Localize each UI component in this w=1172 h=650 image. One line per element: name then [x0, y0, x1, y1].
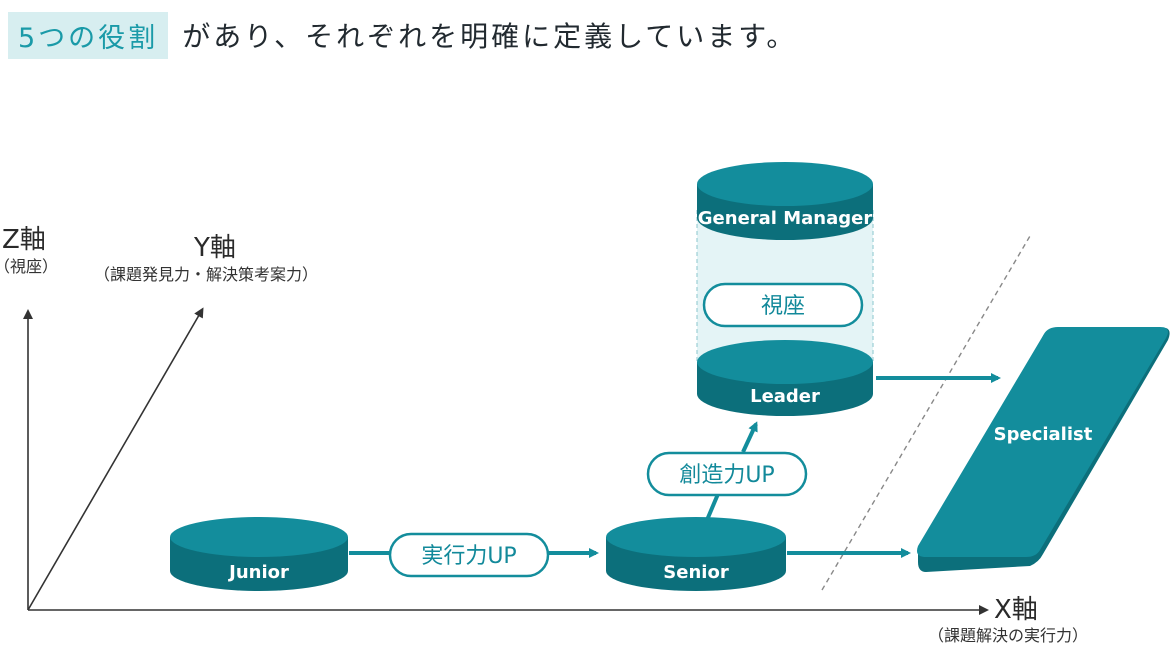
- node-specialist: Specialist: [917, 327, 1170, 572]
- node-leader-label: Leader: [750, 386, 820, 407]
- pill-creativity-label: 創造力UP: [679, 463, 774, 488]
- node-senior-label: Senior: [663, 562, 729, 583]
- page-heading: 5つの役割 があり、それぞれを明確に定義しています。: [8, 11, 798, 59]
- y-axis-subtitle: （課題発見力・解決策考案力）: [94, 265, 318, 284]
- pill-execution: 実行力UP: [388, 532, 550, 578]
- pill-creativity: 創造力UP: [646, 451, 808, 497]
- pill-perspective-label: 視座: [761, 294, 805, 319]
- node-leader: Leader: [697, 340, 873, 416]
- senior-to-pill-line: [705, 493, 720, 521]
- heading-highlight: 5つの役割: [8, 11, 169, 59]
- node-junior: Junior: [170, 517, 348, 591]
- heading-text: があり、それぞれを明確に定義しています。: [182, 20, 798, 53]
- z-axis-subtitle: （視座）: [0, 257, 58, 276]
- connectors: [349, 249, 1001, 558]
- pill-to-leader-arrow: [741, 421, 758, 453]
- node-junior-label: Junior: [227, 562, 289, 583]
- axes: Z軸 （視座） Y軸 （課題発見力・解決策考案力） X軸 （課題解決の実行力）: [0, 225, 1088, 645]
- node-general-manager: General Manager: [697, 162, 873, 240]
- x-axis-subtitle: （課題解決の実行力）: [928, 626, 1088, 645]
- node-general-manager-label: General Manager: [698, 208, 873, 229]
- y-axis-line: [27, 307, 204, 611]
- z-axis-title: Z軸: [2, 225, 46, 255]
- pill-execution-label: 実行力UP: [421, 544, 516, 569]
- specialist-divider: [821, 235, 1031, 591]
- node-specialist-label: Specialist: [994, 424, 1093, 445]
- x-axis-title: X軸: [994, 595, 1038, 625]
- node-senior: Senior: [606, 517, 786, 591]
- pill-perspective: 視座: [702, 282, 864, 328]
- y-axis-title: Y軸: [193, 233, 236, 263]
